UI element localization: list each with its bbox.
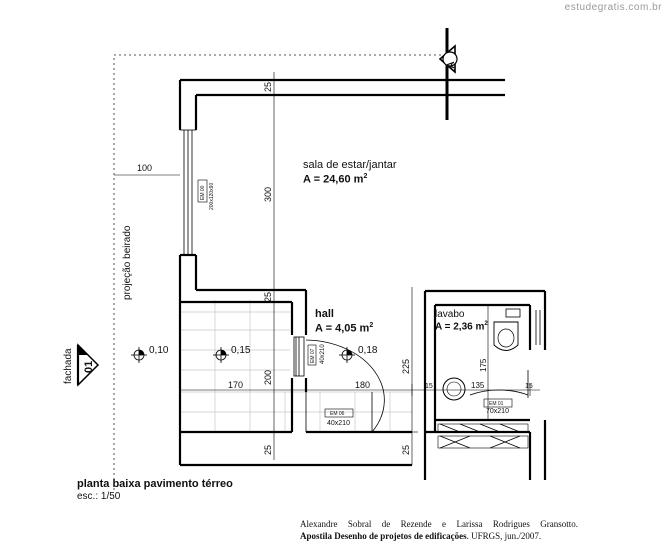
section-marker-label: A <box>446 61 457 68</box>
level-value-1: 0,10 <box>149 345 169 356</box>
dim-300: 300 <box>263 187 273 202</box>
level-marker-2 <box>213 347 229 363</box>
tag-box-em00 <box>197 179 208 203</box>
level-marker-1 <box>131 347 147 363</box>
door-em06-code: EM 06 <box>330 411 345 417</box>
level-marker-3 <box>339 347 355 363</box>
floor-tiles <box>180 300 412 432</box>
dim-180: 180 <box>355 380 370 390</box>
dim-25-right: 25 <box>401 445 411 455</box>
level-value-3: 0,18 <box>358 345 378 356</box>
room-name-hall: hall <box>315 308 334 320</box>
room-area-sala: A = 24,60 m2 <box>303 173 368 186</box>
door-em01-size: 70x210 <box>486 408 509 415</box>
dim-25-bottom: 25 <box>263 445 273 455</box>
eave-label: projeção beirado <box>122 225 133 300</box>
dim-200: 200 <box>263 370 273 385</box>
dimension-lines <box>114 72 540 466</box>
sink-fixture <box>442 377 466 401</box>
room-area-hall: A = 4,05 m2 <box>315 322 374 335</box>
drawing-scale: esc.: 1/50 <box>77 491 121 502</box>
section-cut-marker <box>438 28 458 120</box>
dim-135: 135 <box>471 381 485 390</box>
room-area-lavabo: A = 2,36 m2 <box>435 321 488 333</box>
dim-225: 225 <box>401 359 411 374</box>
door-em01-code: EM 01 <box>489 401 504 407</box>
toilet-fixture <box>493 308 521 351</box>
dim-15-b: 15 <box>525 383 533 390</box>
facade-marker-label: 01 <box>83 361 95 373</box>
window-em00 <box>180 129 196 256</box>
room-name-lavabo: lavabo <box>435 309 465 320</box>
dim-170: 170 <box>228 380 243 390</box>
window-em00-size: 200x120x90 <box>209 183 215 210</box>
door-em07 <box>293 336 305 377</box>
watermark: estudegratis.com.br <box>564 2 662 13</box>
door-em06-size: 40x210 <box>327 420 350 427</box>
tag-box-em07 <box>307 344 317 366</box>
door-em06 <box>305 339 385 433</box>
level-value-2: 0,15 <box>231 345 251 356</box>
facade-label: fachada <box>63 348 74 384</box>
dim-15-a: 15 <box>425 383 433 390</box>
dim-175: 175 <box>479 358 488 372</box>
dim-100: 100 <box>137 163 152 173</box>
credit-source: Apostila Desenho de projetos de edificaç… <box>300 531 542 541</box>
eave-projection-line <box>113 54 445 490</box>
window-em00-code: EM 00 <box>200 185 206 200</box>
window-lavabo <box>529 310 541 345</box>
door-em07-size: 40x210 <box>320 344 326 364</box>
dim-25-mid: 25 <box>263 292 273 302</box>
dim-25-top: 25 <box>263 82 273 92</box>
credit-authors: Alexandre Sobral de Rezende e Larissa Ro… <box>300 519 578 529</box>
facade-marker <box>76 343 100 387</box>
room-name-sala: sala de estar/jantar <box>303 159 397 171</box>
walls <box>178 78 547 480</box>
door-em07-code: EM 07 <box>310 348 316 363</box>
drawing-title: planta baixa pavimento térreo <box>77 478 233 490</box>
tag-box-em01 <box>483 398 513 408</box>
credit-block: Alexandre Sobral de Rezende e Larissa Ro… <box>300 518 578 542</box>
shaft-detail <box>437 423 529 449</box>
tag-box-em06 <box>324 408 354 418</box>
